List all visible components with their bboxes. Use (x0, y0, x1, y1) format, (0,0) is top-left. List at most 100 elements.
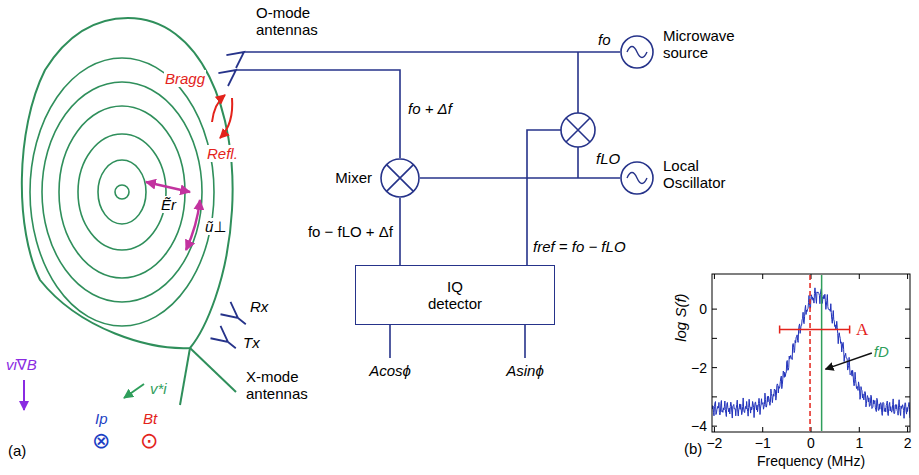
scattering-label: Bragg (164, 70, 206, 87)
component-label: Microwave source (663, 27, 755, 62)
mixer-circle (561, 113, 595, 147)
drift-label: v*i (150, 380, 167, 397)
axis-tick (762, 274, 763, 432)
spectrum-plot (712, 274, 910, 432)
axis-title: Frequency (MHz) (757, 453, 865, 469)
sine-wave (627, 173, 647, 184)
separatrix-leg (190, 348, 236, 392)
node-outline (620, 35, 654, 69)
o-mode-horn (226, 52, 244, 68)
antenna-label: Tx (243, 334, 260, 351)
axis-tick (907, 274, 908, 432)
panel-label: (a) (8, 442, 26, 459)
field-label: Bt (143, 410, 157, 427)
grad-b-drift-arrow (23, 380, 25, 410)
axis-tick (712, 338, 910, 339)
flux-surface (42, 82, 202, 302)
output-label: Asinϕ (506, 362, 544, 379)
o-mode-horn (218, 70, 236, 86)
field-label: Ẽr (160, 196, 177, 213)
bragg-arrow (212, 95, 225, 122)
signal-connector (399, 198, 401, 265)
signal-wire (420, 177, 620, 179)
tokamak-cross-section (22, 18, 236, 405)
flux-surface (30, 58, 214, 326)
width-bar (780, 326, 850, 334)
scattering-label: Refl. (206, 145, 239, 162)
tick-label: 0 (807, 435, 815, 451)
doppler-shift-line (821, 275, 823, 431)
radial-field-arrow (146, 182, 190, 192)
process-box: IQ detector (355, 265, 555, 325)
signal-wire (244, 51, 620, 53)
signal-wire (524, 325, 526, 358)
signal-wire (236, 70, 400, 158)
node-circle (621, 36, 653, 68)
axis-tick (811, 274, 812, 432)
tick-label: 2 (904, 435, 912, 451)
tick-label: −1 (755, 435, 771, 451)
tick-label: 1 (855, 435, 863, 451)
current-label: Ip (95, 410, 108, 427)
separatrix-leg (180, 348, 190, 405)
signal-wire (577, 147, 579, 178)
mixer-cross (566, 118, 590, 142)
node-outline (620, 161, 654, 195)
axis-tick (714, 274, 715, 432)
mixer-symbol: Mixer (380, 158, 420, 198)
direction-symbol: ⊗ (92, 428, 110, 453)
diamagnetic-drift-arrow (124, 384, 144, 398)
plot-frame (712, 274, 910, 432)
zero-frequency-line (809, 275, 811, 431)
antenna-label: O-mode antennas (256, 4, 328, 39)
flux-surface (98, 160, 146, 224)
antenna-label: Rx (250, 298, 268, 315)
width-label: A (856, 320, 868, 340)
signal-label: fo − fLO + Δf (308, 223, 393, 240)
flux-surface (115, 185, 129, 199)
x-mode-horn (221, 302, 246, 324)
tick-label: −4 (691, 418, 707, 434)
output-label: Acosϕ (369, 362, 411, 379)
oscillator-symbol: Microwave source (620, 35, 654, 69)
frequency-label: fLO (596, 150, 620, 167)
antenna-label: X-mode antennas (246, 368, 318, 403)
mixer-cross (387, 165, 414, 192)
axis-title: log S(f) (671, 294, 688, 342)
signal-wire (389, 325, 391, 358)
reflection-arrow (220, 98, 232, 138)
sine-wave (627, 47, 647, 58)
box-label: IQ detector (419, 278, 491, 313)
spectrum-trace (712, 288, 910, 418)
node-circle (381, 159, 419, 197)
axis-tick (712, 396, 910, 397)
axis-tick (712, 367, 910, 368)
frequency-label: fo (598, 31, 611, 48)
frequency-label: fref = fo − fLO (533, 238, 626, 255)
panel-label: (b) (684, 440, 702, 457)
direction-symbol: ⊙ (140, 428, 158, 453)
wiring (236, 52, 620, 358)
plasma-boundary (22, 18, 233, 348)
flux-surface (59, 106, 185, 278)
node-outline (380, 158, 420, 198)
tick-label: −2 (691, 360, 707, 376)
drift-label: vi∇B (6, 356, 37, 373)
doppler-label: fD (874, 343, 889, 360)
node-circle (621, 162, 653, 194)
oscillator-symbol: Local Oscillator (620, 161, 654, 195)
mixer-symbol (561, 113, 595, 147)
axis-tick (712, 309, 910, 310)
component-label: Mixer (335, 169, 372, 186)
velocity-label: ũ⊥ (204, 218, 227, 235)
perp-velocity-arrow (186, 200, 200, 250)
tick-label: −2 (706, 435, 722, 451)
pointer-arrow (825, 353, 871, 369)
tick-label: 0 (699, 301, 707, 317)
physics-arrows (24, 95, 232, 410)
signal-wire (577, 52, 579, 113)
